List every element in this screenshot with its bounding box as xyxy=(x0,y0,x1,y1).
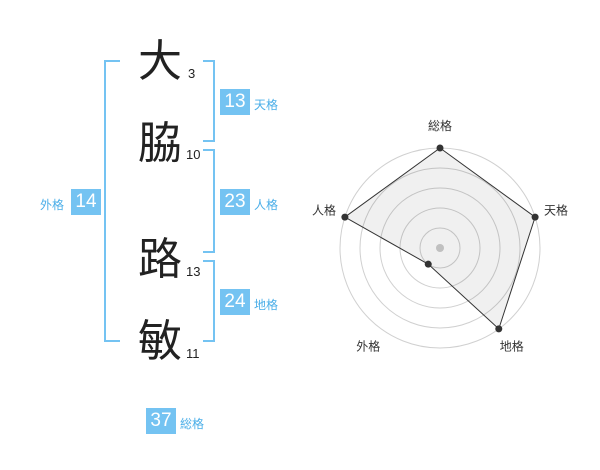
name-char-4: 敏 xyxy=(138,316,182,367)
radar-ring xyxy=(359,167,521,329)
jinkaku-bracket xyxy=(203,149,215,253)
tenkaku-label: 天格 xyxy=(254,98,279,112)
radar-point-5 xyxy=(341,213,349,221)
stroke-count-1: 3 xyxy=(188,66,196,81)
soukaku-label: 総格 xyxy=(180,417,205,431)
chikaku-value: 24 xyxy=(220,289,250,315)
radar-axis-label-5: 人格 xyxy=(312,202,336,217)
name-char-2: 脇 xyxy=(138,118,182,169)
name-char-1: 大 xyxy=(138,36,182,87)
gaikaku-value: 14 xyxy=(71,189,101,215)
soukaku-value: 37 xyxy=(146,408,176,434)
stroke-count-4: 11 xyxy=(186,346,200,361)
radar-point-1 xyxy=(436,144,444,152)
jinkaku-label: 人格 xyxy=(254,198,279,212)
radar-point-3 xyxy=(495,325,503,333)
tenkaku-bracket xyxy=(203,60,215,142)
stroke-count-2: 10 xyxy=(186,147,201,162)
tenkaku-value: 13 xyxy=(220,89,250,115)
radar-point-2 xyxy=(531,213,539,221)
gaikaku-label: 外格 xyxy=(40,198,65,212)
radar-axis-label-3: 地格 xyxy=(500,339,524,354)
radar-ring xyxy=(419,227,461,269)
name-char-3: 路 xyxy=(138,234,182,285)
radar-axis-label-4: 外格 xyxy=(356,339,380,354)
radar-ring xyxy=(379,187,501,309)
radar-polygon xyxy=(343,147,536,330)
radar-axis-label-2: 天格 xyxy=(544,202,568,217)
jinkaku-value: 23 xyxy=(220,189,250,215)
chikaku-label: 地格 xyxy=(254,298,279,312)
radar-center xyxy=(436,244,444,252)
stroke-count-3: 13 xyxy=(186,264,201,279)
gaikaku-bracket xyxy=(104,60,120,342)
radar-axis-label-1: 総格 xyxy=(428,118,452,133)
chikaku-bracket xyxy=(203,260,215,342)
radar-point-4 xyxy=(424,260,432,268)
